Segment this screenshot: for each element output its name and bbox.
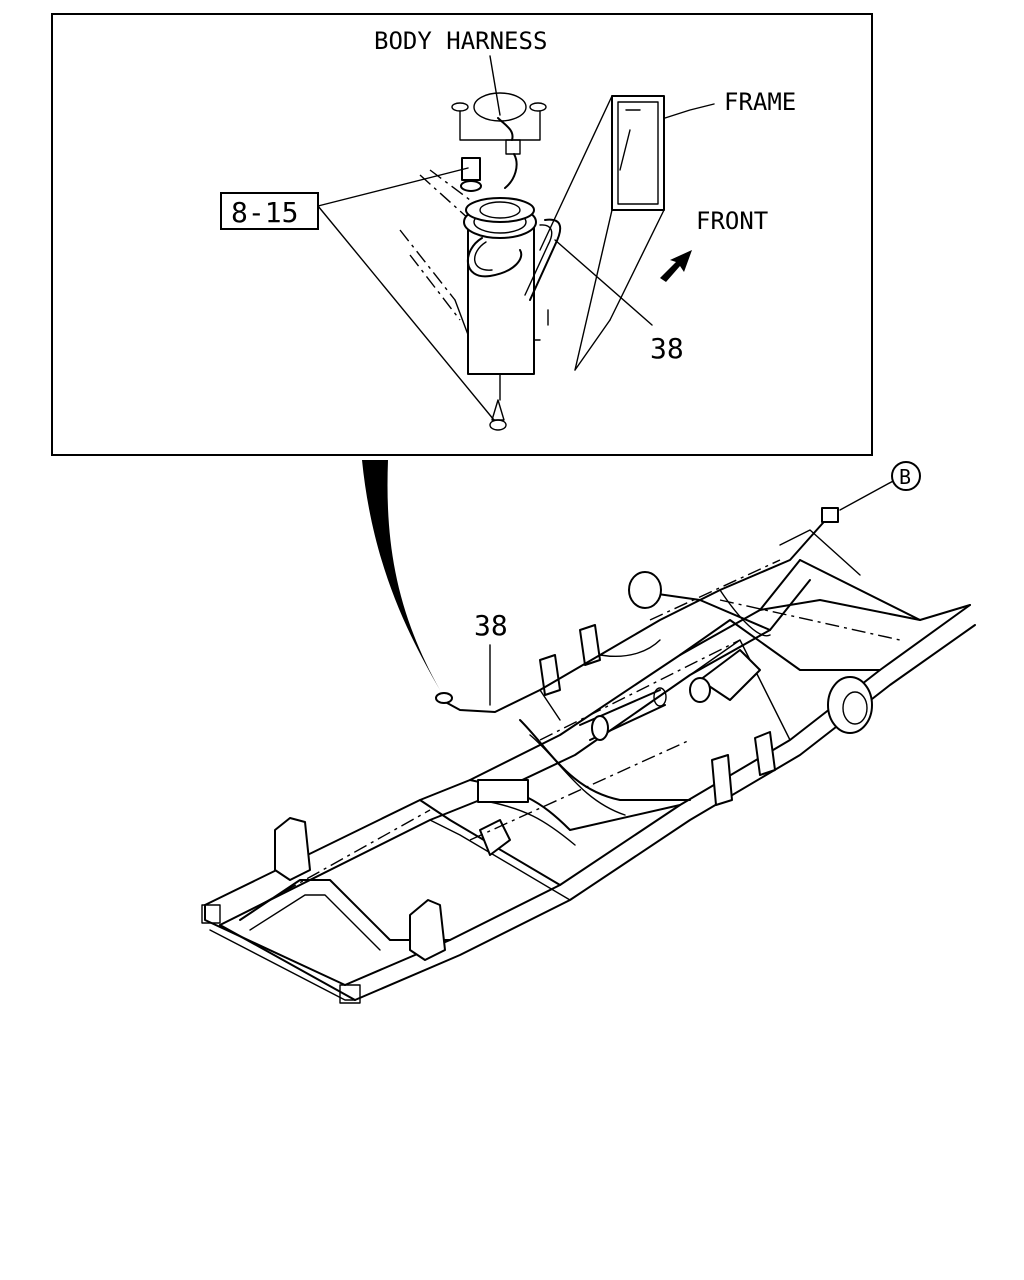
body-harness-label: BODY HARNESS bbox=[374, 27, 547, 55]
connector-b bbox=[821, 507, 839, 523]
callout-b-leader bbox=[839, 479, 896, 511]
front-arrow-icon bbox=[660, 250, 692, 282]
inset-border bbox=[51, 13, 873, 456]
wiring-harness bbox=[435, 507, 839, 721]
callout-b: B bbox=[899, 465, 911, 489]
body-harness-leader bbox=[489, 55, 501, 116]
ref-box-label: 8-15 bbox=[231, 196, 298, 229]
ref-leader-lower bbox=[317, 205, 495, 421]
callout-38-main: 38 bbox=[474, 609, 508, 642]
grommet-parts bbox=[451, 92, 547, 192]
ref-leader-upper bbox=[317, 167, 469, 207]
frame-label: FRAME bbox=[724, 88, 796, 116]
front-label: FRONT bbox=[696, 207, 768, 235]
frame-leader bbox=[664, 103, 715, 119]
inset-detail: BODY HARNESS FRAME FRONT 8-15 38 bbox=[51, 13, 873, 456]
detail-pointer-arrow bbox=[362, 460, 440, 690]
chassis-frame bbox=[201, 529, 976, 1004]
callout-38-inset-leader bbox=[554, 239, 653, 326]
frame-rail bbox=[399, 95, 665, 371]
ref-box bbox=[220, 192, 319, 230]
callout-b-circle bbox=[891, 461, 921, 491]
callout-38-inset: 38 bbox=[650, 332, 684, 365]
fuel-pump-assembly bbox=[463, 197, 562, 431]
